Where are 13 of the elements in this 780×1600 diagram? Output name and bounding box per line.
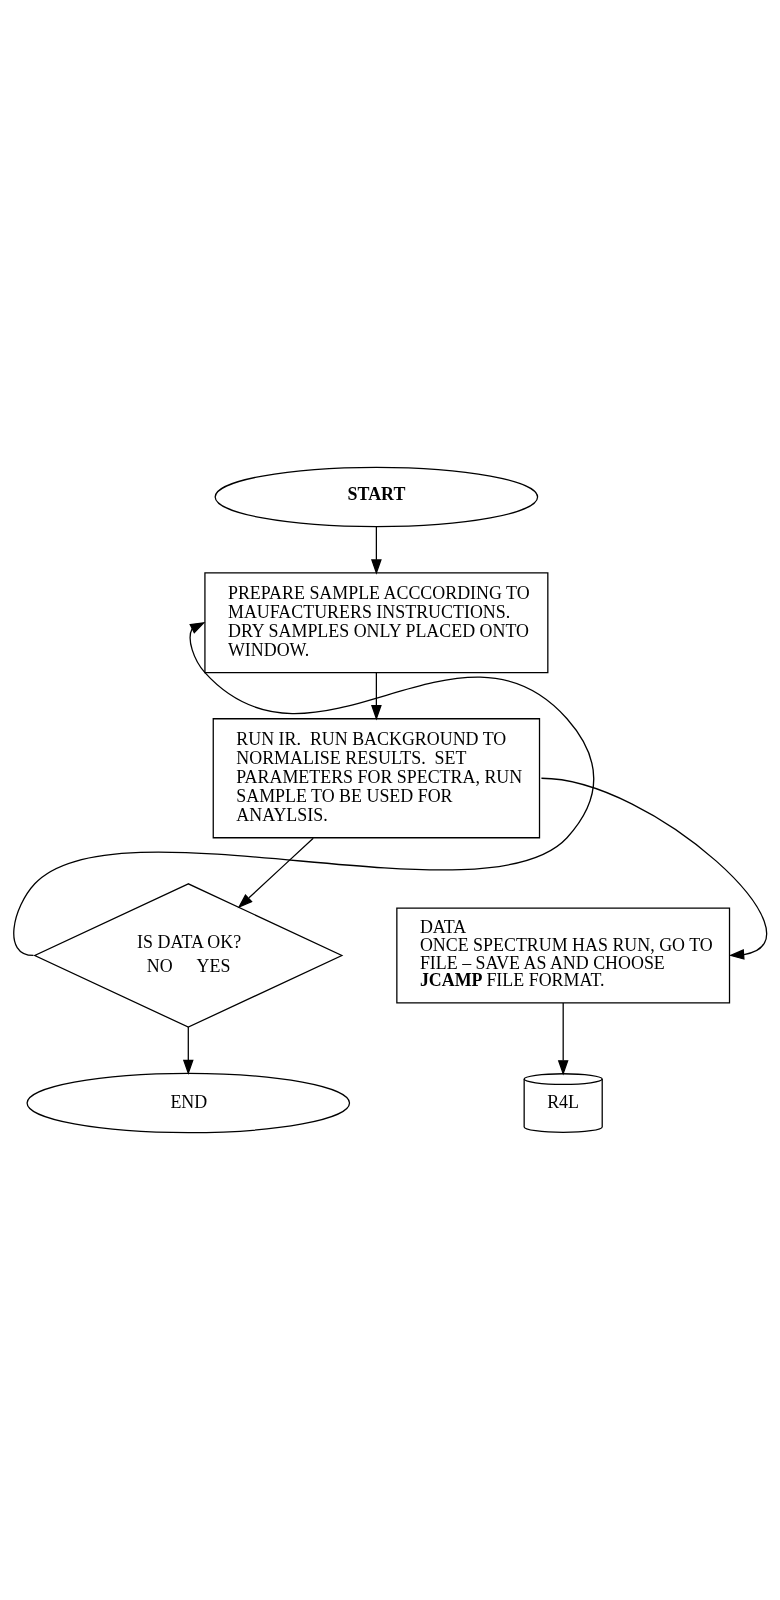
arrow [182, 1026, 194, 1076]
node-ellipse: START [214, 466, 539, 528]
node-box: RUN IR. RUN BACKGROUND TO NORMALISE RESULTS. SET PARAMETERS FOR SPECTRA, RUN SAMPLE TO BE USED FOR ANAYLSIS. [212, 718, 541, 839]
node-box: PREPARE SAMPLE ACCCORDING TO MAUFACTURERS INSTRUCTIONS. DRY SAMPLES ONLY PLACED ONTO WINDOW. [204, 572, 549, 674]
arrow [557, 1002, 569, 1076]
node-diamond: IS DATA OK? NO YES [33, 883, 344, 1028]
arrow [540, 777, 768, 960]
arrow [13, 621, 595, 957]
arrow [371, 526, 382, 575]
arrow [371, 672, 382, 721]
arrow [237, 837, 314, 909]
node-box: DATA ONCE SPECTRUM HAS RUN, GO TO FILE – SAVE AS AND CHOOSE JCAMP FILE FORMAT. [396, 907, 731, 1004]
node-ellipse: END [26, 1072, 351, 1134]
